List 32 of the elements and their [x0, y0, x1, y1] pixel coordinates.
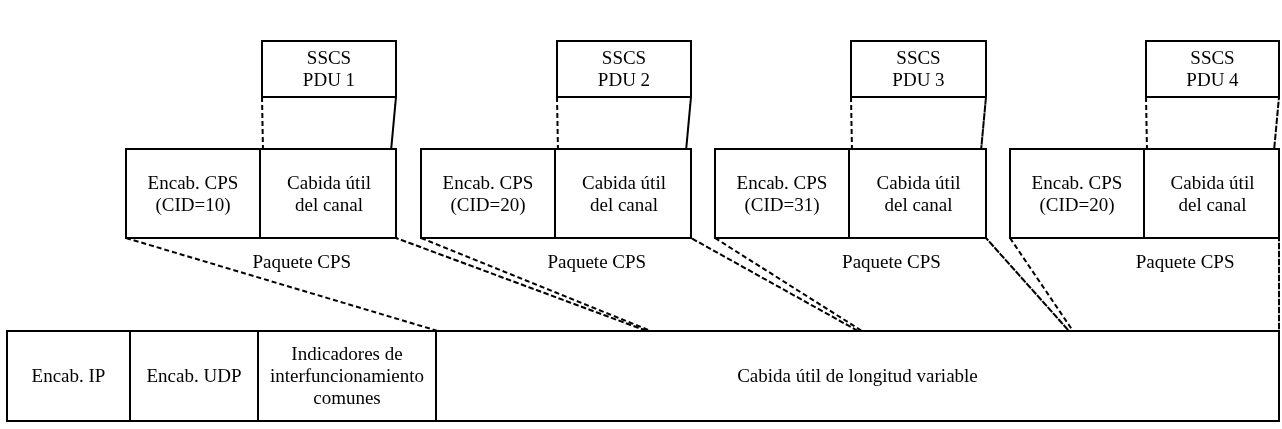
field-label: Cabida útil de longitud variable	[736, 365, 979, 387]
field-label: Encab. CPS (CID=31)	[735, 171, 829, 216]
field-label: Cabida útil del canal	[1169, 171, 1256, 216]
payload-field	[435, 330, 1280, 422]
packet-caption: Paquete CPS	[251, 251, 353, 273]
pdu-box	[261, 40, 397, 98]
field-label: Encab. IP	[30, 365, 107, 387]
field-label: Encab. CPS (CID=20)	[441, 171, 535, 216]
packet-box	[420, 148, 692, 239]
field-label: Encab. UDP	[145, 365, 243, 387]
field-label: Cabida útil del canal	[286, 171, 372, 216]
field-label: Indicadores de interfuncionamiento comunes	[268, 343, 426, 409]
packet-caption: Paquete CPS	[1134, 251, 1236, 273]
field-label: Cabida útil del canal	[581, 171, 667, 216]
header-field	[6, 330, 131, 422]
field-label: SSCS PDU 2	[596, 47, 652, 91]
field-label: SSCS PDU 1	[301, 47, 357, 91]
field-label: SSCS PDU 4	[1185, 47, 1240, 91]
packet-caption: Paquete CPS	[546, 251, 648, 273]
pdu-box	[850, 40, 987, 98]
pdu-box	[1145, 40, 1280, 98]
field-label: Cabida útil del canal	[875, 171, 962, 216]
header-field	[129, 330, 259, 422]
field-label: Encab. CPS (CID=20)	[1030, 171, 1124, 216]
pdu-box	[556, 40, 692, 98]
packet-caption: Paquete CPS	[841, 251, 942, 273]
packet-box	[1009, 148, 1280, 239]
flags-field	[257, 330, 437, 422]
packet-box	[125, 148, 397, 239]
field-label: SSCS PDU 3	[891, 47, 946, 91]
packet-box	[714, 148, 987, 239]
field-label: Encab. CPS (CID=10)	[146, 171, 240, 216]
